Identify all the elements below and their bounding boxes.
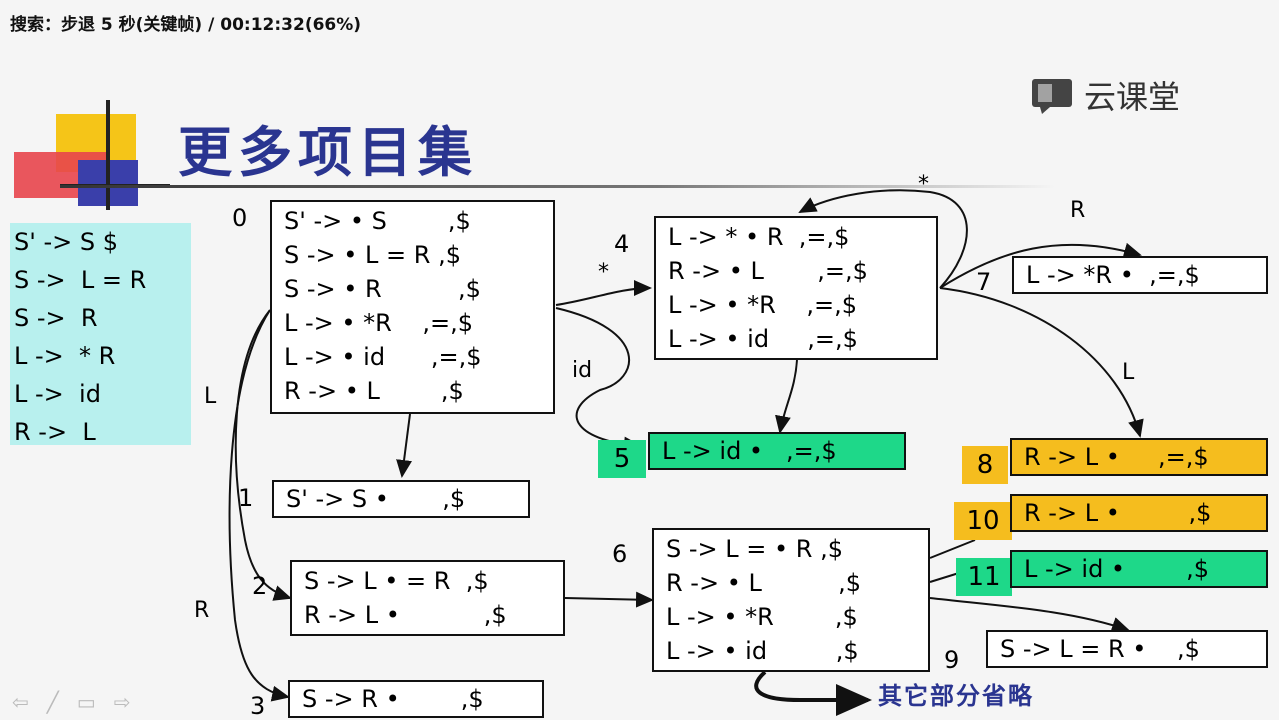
lr-item: R -> L • ,$ [1024,499,1212,527]
edge-label: R [194,598,210,623]
state-0-box: S' -> • S ,$ S -> • L = R ,$ S -> • R ,$… [270,200,555,414]
edge-label: L [204,384,217,409]
state-number: 2 [252,572,268,600]
lr-item: S -> R • ,$ [302,685,484,713]
state-7-box: L -> *R • ,=,$ [1012,256,1268,294]
state-5-box: L -> id • ,=,$ [648,432,906,470]
arrow-right-icon[interactable]: ⇨ [113,692,131,714]
state-number: 1 [238,484,254,512]
lr-item: S -> L = • R ,$ [666,535,843,563]
grammar-panel: S' -> S $ S -> L = R S -> R L -> * R L -… [10,223,191,446]
arrow-left-icon[interactable]: ⇦ [12,692,29,714]
state-4-box: L -> * • R ,=,$ R -> • L ,=,$ L -> • *R … [654,216,938,360]
title-divider [60,185,1055,188]
lr-item: S -> L = R • ,$ [1000,635,1200,663]
lr-item: R -> • L ,=,$ [668,257,868,285]
brand-logo: 云课堂 [1030,72,1180,118]
state-number: 9 [944,646,960,674]
lr-item: L -> * • R ,=,$ [668,223,850,251]
state-number: 6 [612,540,628,568]
state-9-box: S -> L = R • ,$ [986,630,1268,668]
lr-item: L -> id • ,=,$ [662,437,837,465]
screen-icon[interactable]: ▭ [76,692,96,714]
lr-item: S -> • L = R ,$ [284,241,461,269]
edge-label: L [1122,360,1135,385]
grammar-rule: L -> * R [14,342,116,370]
lr-item: L -> • *R ,$ [666,603,858,631]
lr-item: R -> L • ,$ [304,601,507,629]
lr-item: L -> *R • ,=,$ [1026,261,1200,289]
grammar-rule: R -> L [14,418,96,446]
grammar-rule: S -> L = R [14,266,147,294]
playback-status: 搜索：步退 5 秒(关键帧) / 00:12:32(66%) [10,15,362,35]
omitted-note: 其它部分省略 [878,682,1034,710]
state-8-tag: 8 [962,446,1008,484]
pen-icon[interactable]: ╱ [46,692,59,714]
lr-item: L -> • *R ,=,$ [284,309,474,337]
state-3-box: S -> R • ,$ [288,680,544,718]
lr-item: L -> • id ,=,$ [284,343,482,371]
state-10-box: R -> L • ,$ [1010,494,1268,532]
state-10-tag: 10 [954,502,1012,540]
edge-label: id [572,358,593,383]
lr-item: L -> • id ,$ [666,637,859,665]
state-11-box: L -> id • ,$ [1010,550,1268,588]
lr-item: R -> • L ,$ [666,569,862,597]
slide-decoration [0,100,180,210]
brand-name: 云课堂 [1084,78,1181,116]
lr-item: R -> • L ,$ [284,377,464,405]
lr-item: L -> • *R ,=,$ [668,291,858,319]
state-11-tag: 11 [956,558,1012,596]
state-2-box: S -> L • = R ,$ R -> L • ,$ [290,560,565,636]
grammar-rule: S' -> S $ [14,228,118,256]
state-8-box: R -> L • ,=,$ [1010,438,1268,476]
edge-label: R [1070,198,1086,223]
lr-item: L -> • id ,=,$ [668,325,858,353]
state-number: 4 [614,230,630,258]
state-5-tag: 5 [598,440,646,478]
edge-label: * [598,260,609,285]
lr-item: S' -> • S ,$ [284,207,471,235]
book-logo-icon [1032,79,1072,114]
state-number: 0 [232,204,248,232]
lr-item: S' -> S • ,$ [286,485,466,513]
lr-item: S -> L • = R ,$ [304,567,489,595]
grammar-rule: S -> R [14,304,98,332]
lr-item: R -> L • ,=,$ [1024,443,1209,471]
lr-item: L -> id • ,$ [1024,555,1210,583]
edge-label: * [918,172,929,197]
lr-item: S -> • R ,$ [284,275,481,303]
state-number: 7 [976,268,992,296]
state-6-box: S -> L = • R ,$ R -> • L ,$ L -> • *R ,$… [652,528,930,672]
slide-title: 更多项目集 [178,121,478,184]
slideshow-controls: ⇦ ╱ ▭ ⇨ [12,690,130,715]
state-number: 3 [250,692,266,720]
state-1-box: S' -> S • ,$ [272,480,530,518]
grammar-rule: L -> id [14,380,101,408]
